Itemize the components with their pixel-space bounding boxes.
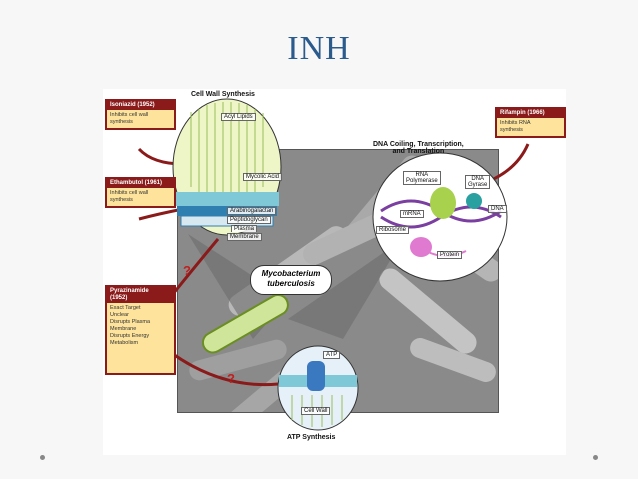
drug-box-rifampin: Rifampin (1966) Inhibits RNA synthesis	[495, 107, 566, 138]
label-membrane: Membrane	[227, 233, 262, 241]
drug-desc-line: Membrane	[110, 326, 137, 332]
drug-name-line1: Pyrazinamide	[110, 288, 149, 294]
slide-title: INH	[287, 30, 351, 67]
label-peptidoglycan: Peptidoglycan	[227, 216, 271, 224]
label-polymerase: Polymerase	[406, 178, 438, 184]
label-dna-gyrase-top: DNA	[471, 176, 484, 182]
question-mark-atp: ?	[227, 371, 235, 386]
cell-wall-title: Cell Wall Synthesis	[191, 91, 255, 98]
drug-desc-line: synthesis	[110, 119, 133, 125]
label-rna: RNA	[415, 172, 429, 178]
drug-desc-line: Inhibits cell wall	[110, 112, 149, 118]
label-rna-polymerase: RNA Polymerase	[403, 171, 441, 185]
label-mycolic-acid: Mycolic Acid	[243, 173, 283, 181]
slide-bullet-right	[593, 455, 598, 460]
label-acyl-lipids: Acyl Lipids	[221, 113, 256, 121]
organism-genus: Mycobacterium	[261, 269, 321, 278]
drug-desc-line: Disrupts Energy	[110, 333, 150, 339]
label-plasma: Plasma	[231, 225, 258, 232]
drug-box-pyrazinamide: Pyrazinamide (1952) Exact Target Unclear…	[105, 285, 176, 375]
label-gyrase: Gyrase	[468, 182, 488, 188]
label-protein: Protein	[437, 251, 463, 259]
organism-species: tuberculosis	[267, 279, 315, 288]
drug-desc-line: Exact Target	[110, 305, 141, 311]
drug-name-ethambutol: Ethambutol (1961)	[107, 179, 174, 188]
label-arabinogalactan: Arabinogalactan	[227, 207, 277, 215]
atp-title: ATP Synthesis	[287, 434, 336, 441]
drug-desc-line: Inhibits RNA	[500, 120, 531, 126]
drug-name-pyrazinamide: Pyrazinamide (1952)	[107, 287, 174, 303]
drug-box-isoniazid: Isoniazid (1952) Inhibits cell wall synt…	[105, 99, 176, 130]
label-dna: DNA	[488, 205, 507, 213]
drug-box-ethambutol: Ethambutol (1961) Inhibits cell wall syn…	[105, 177, 176, 208]
tb-drug-targets-figure: Cell Wall Synthesis Acyl Lipids Mycolic …	[103, 89, 566, 455]
label-cell-wall: Cell Wall	[301, 407, 331, 415]
drug-desc-line: Unclear	[110, 312, 129, 318]
label-dna-gyrase: DNA Gyrase	[465, 175, 491, 189]
drug-desc-line: synthesis	[500, 127, 523, 133]
label-mrna: mRNA	[400, 210, 424, 218]
label-ribosome: Ribosome	[376, 226, 410, 234]
drug-desc-line: Inhibits cell wall	[110, 190, 149, 196]
drug-desc-line: Disrupts Plasma	[110, 319, 151, 325]
drug-name-isoniazid: Isoniazid (1952)	[107, 101, 174, 110]
dna-title-line2: and Translation	[392, 148, 445, 155]
label-atp: ATP	[323, 351, 341, 359]
question-mark-membrane: ?	[183, 263, 191, 278]
dna-title-line1: DNA Coiling, Transcription,	[373, 141, 464, 148]
atp-zoom	[277, 345, 359, 431]
drug-name-rifampin: Rifampin (1966)	[497, 109, 564, 118]
drug-name-line2: (1952)	[110, 295, 128, 301]
dna-title: DNA Coiling, Transcription, and Translat…	[373, 141, 464, 155]
slide-bullet-left	[40, 455, 45, 460]
drug-desc-line: Metabolism	[110, 340, 139, 346]
drug-desc-line: synthesis	[110, 197, 133, 203]
organism-label: Mycobacterium tuberculosis	[250, 265, 332, 295]
